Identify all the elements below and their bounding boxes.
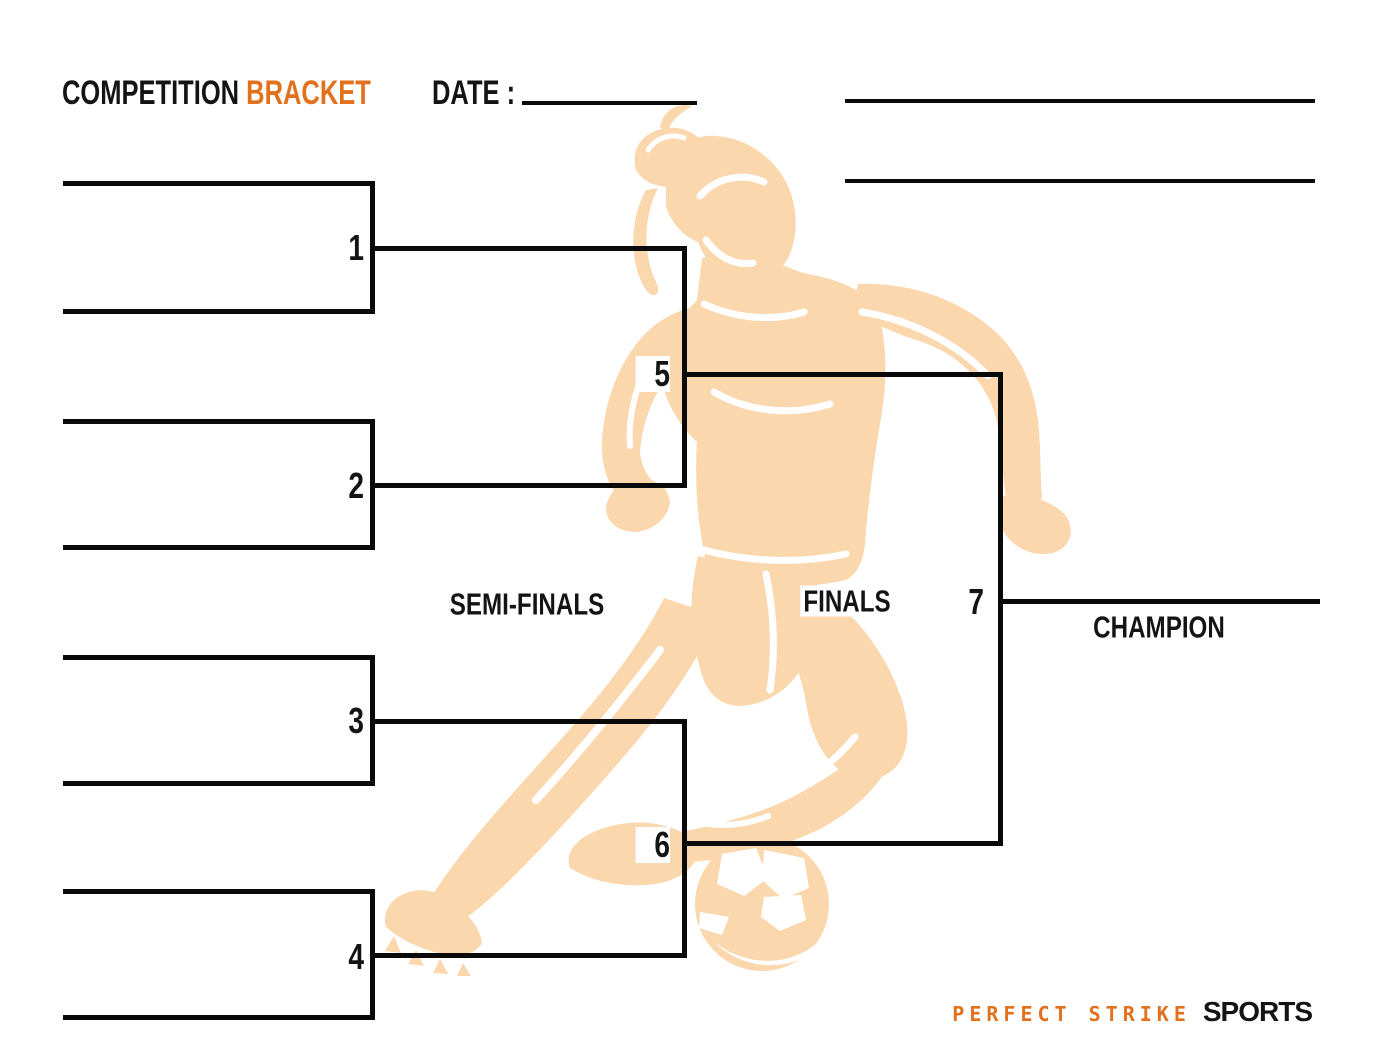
champion-write-in-line[interactable] bbox=[998, 599, 1320, 604]
soccer-ball-icon bbox=[695, 837, 838, 971]
brand-logo-secondary: SPORTS bbox=[1202, 996, 1313, 1027]
brand-logo: PERFECT STRIKE SPORTS bbox=[952, 996, 1313, 1028]
match-number-6: 6 bbox=[635, 827, 670, 863]
semifinal-vertical-top bbox=[682, 246, 687, 488]
match-number-4: 4 bbox=[329, 939, 364, 975]
connector-match-1 bbox=[370, 246, 687, 251]
connector-match-2 bbox=[370, 483, 687, 488]
connector-match-4 bbox=[370, 953, 687, 958]
write-in-line-top-1[interactable] bbox=[845, 99, 1315, 103]
match-number-3: 3 bbox=[329, 703, 364, 739]
date-write-in-line[interactable] bbox=[522, 101, 697, 105]
match-number-7: 7 bbox=[949, 584, 984, 620]
team-slot-4[interactable] bbox=[63, 889, 375, 1020]
final-vertical bbox=[998, 372, 1003, 846]
page-title-primary: COMPETITION bbox=[62, 74, 240, 112]
team-slot-1[interactable] bbox=[63, 181, 375, 314]
label-champion: CHAMPION bbox=[1090, 611, 1228, 643]
match-number-5: 5 bbox=[635, 356, 670, 392]
team-slot-2[interactable] bbox=[63, 419, 375, 550]
brand-logo-primary: PERFECT STRIKE bbox=[952, 1002, 1191, 1026]
match-number-2: 2 bbox=[329, 468, 364, 504]
semifinal-vertical-bottom bbox=[682, 719, 687, 958]
write-in-line-top-2[interactable] bbox=[845, 179, 1315, 183]
page-title-accent: BRACKET bbox=[246, 74, 371, 112]
team-slot-3[interactable] bbox=[63, 655, 375, 786]
match-number-1: 1 bbox=[329, 230, 364, 266]
connector-match-6 bbox=[682, 841, 1003, 846]
label-finals: FINALS bbox=[800, 585, 894, 617]
page-title: COMPETITION BRACKET bbox=[62, 76, 371, 110]
connector-match-3 bbox=[370, 719, 687, 724]
connector-match-5 bbox=[682, 372, 1003, 377]
label-semifinals: SEMI-FINALS bbox=[446, 588, 608, 620]
date-label: DATE : bbox=[432, 74, 516, 112]
